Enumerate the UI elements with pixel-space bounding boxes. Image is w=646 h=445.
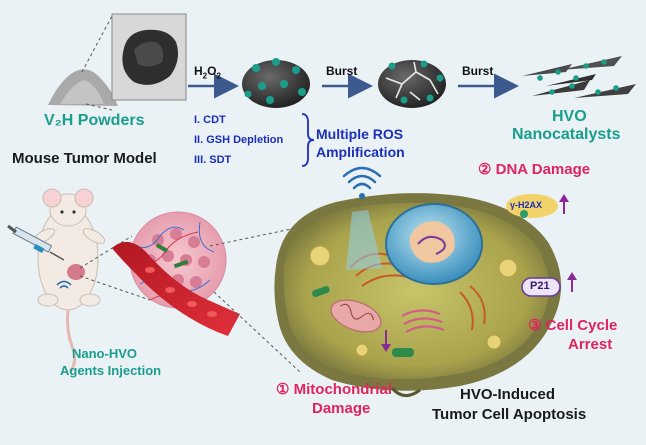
cracked-particle-icon bbox=[378, 60, 446, 108]
apoptosis-label-line1: HVO-Induced bbox=[460, 386, 556, 403]
hvo-subtitle: Nanocatalysts bbox=[512, 126, 621, 143]
v2h-powders-label: V₂H Powders bbox=[44, 112, 145, 129]
zoom-line-bottom bbox=[85, 103, 113, 111]
mouse-model-title: Mouse Tumor Model bbox=[12, 150, 157, 167]
cell-cycle-label-line1: ③ Cell Cycle bbox=[528, 317, 618, 334]
syringe-icon bbox=[7, 224, 65, 261]
mouse-icon bbox=[32, 188, 106, 373]
ros-item-cdt: I. CDT bbox=[194, 114, 226, 126]
sem-image bbox=[111, 13, 187, 101]
p21-badge bbox=[521, 277, 561, 297]
mito-damage-label-line1: ① Mitochondrial bbox=[276, 381, 392, 398]
mito-damage-label-line2: Damage bbox=[312, 400, 371, 417]
zoom-line-mouse-top bbox=[79, 235, 133, 269]
powder-pile-icon bbox=[48, 69, 118, 106]
hvo-nanocatalyst-shards-icon bbox=[522, 56, 636, 98]
h2ax-marker-label: γ-H2AX bbox=[510, 200, 543, 210]
ultrasound-beam bbox=[346, 210, 382, 270]
h2o2-label: H2O2 bbox=[194, 64, 221, 81]
mito-decrease-arrow bbox=[381, 330, 391, 352]
particle-with-catalysts-icon bbox=[242, 58, 310, 108]
ros-result-line1: Multiple ROS bbox=[316, 126, 404, 142]
h2ax-badge bbox=[506, 194, 558, 218]
injection-label-line1: Nano-HVO bbox=[72, 346, 137, 361]
cell-cycle-label-line2: Arrest bbox=[568, 336, 613, 353]
apoptosis-label-line2: Tumor Cell Apoptosis bbox=[432, 406, 587, 423]
dna-damage-label: ② DNA Damage bbox=[478, 161, 591, 178]
p21-marker-label: P21 bbox=[530, 280, 550, 292]
burst-label-1: Burst bbox=[326, 64, 358, 78]
ros-result-line2: Amplification bbox=[316, 144, 405, 160]
hvo-title: HVO bbox=[552, 108, 587, 125]
burst-label-2: Burst bbox=[462, 64, 494, 78]
ros-brace bbox=[301, 113, 315, 167]
h2ax-increase-arrow bbox=[559, 194, 569, 214]
zoom-line-top bbox=[81, 15, 113, 73]
ultrasound-small-icon bbox=[56, 280, 72, 289]
injection-label-line2: Agents Injection bbox=[60, 363, 162, 378]
ros-item-sdt: III. SDT bbox=[194, 154, 232, 166]
tumor-cell-icon bbox=[274, 193, 562, 397]
zoom-line-tumor-top bbox=[209, 227, 297, 247]
blood-vessel-icon bbox=[112, 241, 240, 336]
p21-increase-arrow bbox=[567, 272, 577, 292]
zoom-line-tumor-bottom bbox=[213, 291, 301, 373]
zoom-line-mouse-bottom bbox=[79, 275, 151, 301]
ultrasound-wave-icon bbox=[342, 166, 382, 199]
ros-item-gsh: II. GSH Depletion bbox=[194, 134, 284, 146]
